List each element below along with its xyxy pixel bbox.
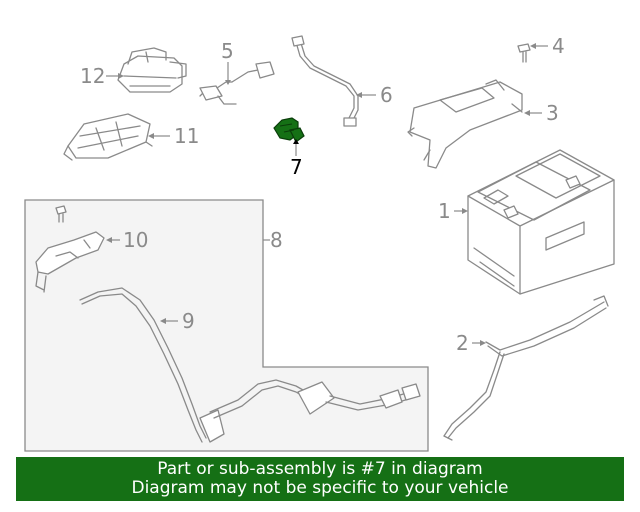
part-11-module[interactable] <box>63 113 153 161</box>
part-10-terminal[interactable] <box>35 231 105 293</box>
highlight-banner: Part or sub-assembly is #7 in diagram Di… <box>16 457 624 501</box>
part-4-bolt[interactable] <box>517 43 531 63</box>
callout-12: 12 <box>80 64 105 88</box>
callout-3: 3 <box>546 101 559 125</box>
subassembly-bolt[interactable] <box>55 205 67 223</box>
callout-9: 9 <box>182 309 195 333</box>
part-2-cable[interactable] <box>443 295 609 441</box>
part-1-battery[interactable] <box>467 149 615 295</box>
banner-line-1: Part or sub-assembly is #7 in diagram <box>157 459 483 479</box>
callout-4: 4 <box>552 34 565 58</box>
banner-line-2: Diagram may not be specific to your vehi… <box>131 478 509 498</box>
part-3-bracket[interactable] <box>407 79 523 169</box>
callout-1: 1 <box>438 199 451 223</box>
callout-5: 5 <box>221 39 234 63</box>
callout-8: 8 <box>270 228 283 252</box>
part-7-highlighted[interactable] <box>273 117 305 143</box>
callout-6: 6 <box>380 83 393 107</box>
callout-10: 10 <box>123 228 148 252</box>
part-6-cable[interactable] <box>291 35 359 127</box>
part-5-harness[interactable] <box>199 61 275 105</box>
callout-7: 7 <box>290 155 303 179</box>
part-12-module[interactable] <box>117 47 187 93</box>
callout-2: 2 <box>456 331 469 355</box>
callout-11: 11 <box>174 124 199 148</box>
part-9-harness[interactable] <box>79 287 421 443</box>
